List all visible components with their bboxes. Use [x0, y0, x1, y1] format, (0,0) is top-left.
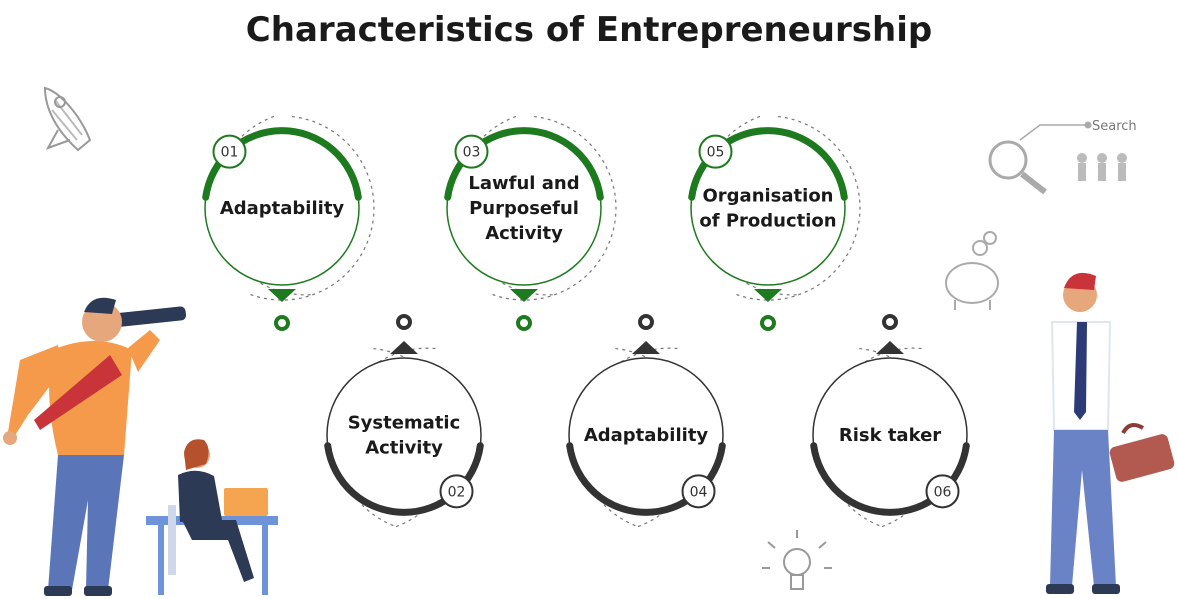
- step-number: 04: [690, 484, 708, 500]
- step-arc: [810, 442, 970, 516]
- dashed-ring: [576, 347, 678, 528]
- step-number: 05: [707, 145, 725, 161]
- step-label: Organisation: [702, 186, 833, 207]
- pointer-triangle: [390, 341, 418, 354]
- step-number: 06: [934, 484, 952, 500]
- step-arc: [566, 442, 726, 516]
- step-04: 04 Adaptability: [566, 314, 726, 528]
- step-number: 03: [463, 145, 481, 161]
- number-badge: [681, 474, 716, 509]
- step-label: Activity: [485, 223, 563, 244]
- connector-dot: [396, 314, 412, 330]
- dashed-ring: [820, 347, 922, 528]
- step-06: 06 Risk taker: [810, 314, 970, 528]
- step-label: Purposeful: [469, 198, 579, 219]
- piggy-bank-icon: [945, 231, 999, 310]
- connector-dot: [882, 314, 898, 330]
- dashed-ring: [250, 115, 375, 301]
- businessman-with-briefcase: [1046, 272, 1175, 594]
- pointer-triangle: [268, 289, 296, 302]
- step-number: 01: [221, 145, 239, 161]
- number-badge: [439, 474, 474, 509]
- dashed-ring: [736, 115, 861, 301]
- step-arc: [688, 127, 848, 201]
- step-label: Lawful and: [468, 173, 579, 194]
- number-badge: [925, 474, 960, 509]
- step-label: Systematic: [348, 413, 461, 434]
- step-label: Adaptability: [584, 425, 709, 446]
- connector-dot: [274, 315, 290, 331]
- pointer-triangle: [632, 341, 660, 354]
- number-badge: [212, 134, 247, 169]
- connector-dot: [638, 314, 654, 330]
- step-label: of Production: [699, 211, 836, 232]
- step-number: 02: [448, 484, 466, 500]
- step-arc: [444, 127, 604, 201]
- search-label: Search: [1092, 119, 1137, 134]
- number-badge: [698, 134, 733, 169]
- man-with-telescope: [3, 297, 187, 596]
- number-badge: [454, 134, 489, 169]
- step-label: Adaptability: [220, 198, 345, 219]
- page-title: Characteristics of Entrepreneurship: [245, 10, 933, 50]
- lightbulb-icon: [762, 530, 832, 590]
- dashed-ring: [334, 347, 436, 528]
- step-label: Activity: [365, 438, 443, 459]
- pointer-triangle: [876, 341, 904, 354]
- woman-at-laptop: [146, 439, 278, 595]
- steps: 01Adaptability02SystematicActivity03Lawf…: [202, 115, 970, 528]
- search-icon: Search: [988, 119, 1137, 195]
- step-arc: [324, 442, 484, 516]
- rocket-icon: [43, 86, 92, 152]
- pointer-triangle: [754, 289, 782, 302]
- connector-dot: [516, 315, 532, 331]
- pointer-triangle: [510, 289, 538, 302]
- step-label: Risk taker: [839, 425, 941, 446]
- step-arc: [202, 127, 362, 201]
- dashed-ring: [492, 115, 617, 301]
- connector-dot: [760, 315, 776, 331]
